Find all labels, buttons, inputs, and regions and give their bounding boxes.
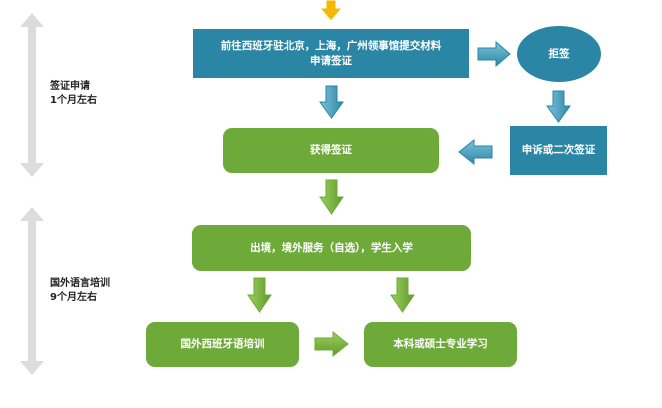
language-phase-label: 国外语言培训 9个月左右: [50, 277, 110, 305]
appeal-node-label: 申诉或二次签证: [521, 144, 596, 156]
visa-phase-duration: 1个月左右: [50, 95, 97, 106]
language-training-node: 国外西班牙语培训: [146, 322, 299, 367]
degree-study-node: 本科或硕士专业学习: [364, 322, 517, 367]
submit-node-line2: 申请签证: [310, 54, 352, 67]
top-arrow: [318, 0, 344, 22]
arrow-submit-to-granted: [319, 85, 344, 119]
submit-node-line1: 前往西班牙驻北京，上海，广州领事馆提交材料: [220, 39, 442, 52]
arrow-submit-to-refused: [477, 40, 511, 68]
arrow-entry-to-degree: [390, 277, 415, 313]
granted-node-label: 获得签证: [310, 144, 352, 156]
timeline-visa-arrow: [20, 13, 44, 177]
language-phase-title: 国外语言培训: [50, 278, 110, 289]
visa-refused-node: 拒签: [517, 26, 601, 82]
arrow-language-to-degree: [314, 330, 349, 358]
language-node-label: 国外西班牙语培训: [180, 338, 265, 350]
visa-phase-title: 签证申请: [50, 81, 90, 92]
arrow-entry-to-language: [247, 277, 272, 313]
entry-node-label: 出境，境外服务（自选），学生入学: [250, 241, 413, 254]
arrow-granted-to-entry: [319, 179, 344, 215]
appeal-node: 申诉或二次签证: [510, 126, 607, 175]
arrow-refused-to-appeal: [546, 90, 571, 123]
arrow-appeal-to-granted: [458, 138, 493, 166]
entry-node: 出境，境外服务（自选），学生入学: [192, 225, 471, 271]
timeline-language-arrow: [20, 207, 44, 375]
degree-node-label: 本科或硕士专业学习: [393, 338, 488, 350]
submit-application-node: 前往西班牙驻北京，上海，广州领事馆提交材料 申请签证: [193, 29, 469, 78]
refused-node-label: 拒签: [548, 47, 570, 60]
language-phase-duration: 9个月左右: [50, 292, 97, 303]
visa-granted-node: 获得签证: [223, 128, 439, 173]
visa-phase-label: 签证申请 1个月左右: [50, 80, 97, 108]
